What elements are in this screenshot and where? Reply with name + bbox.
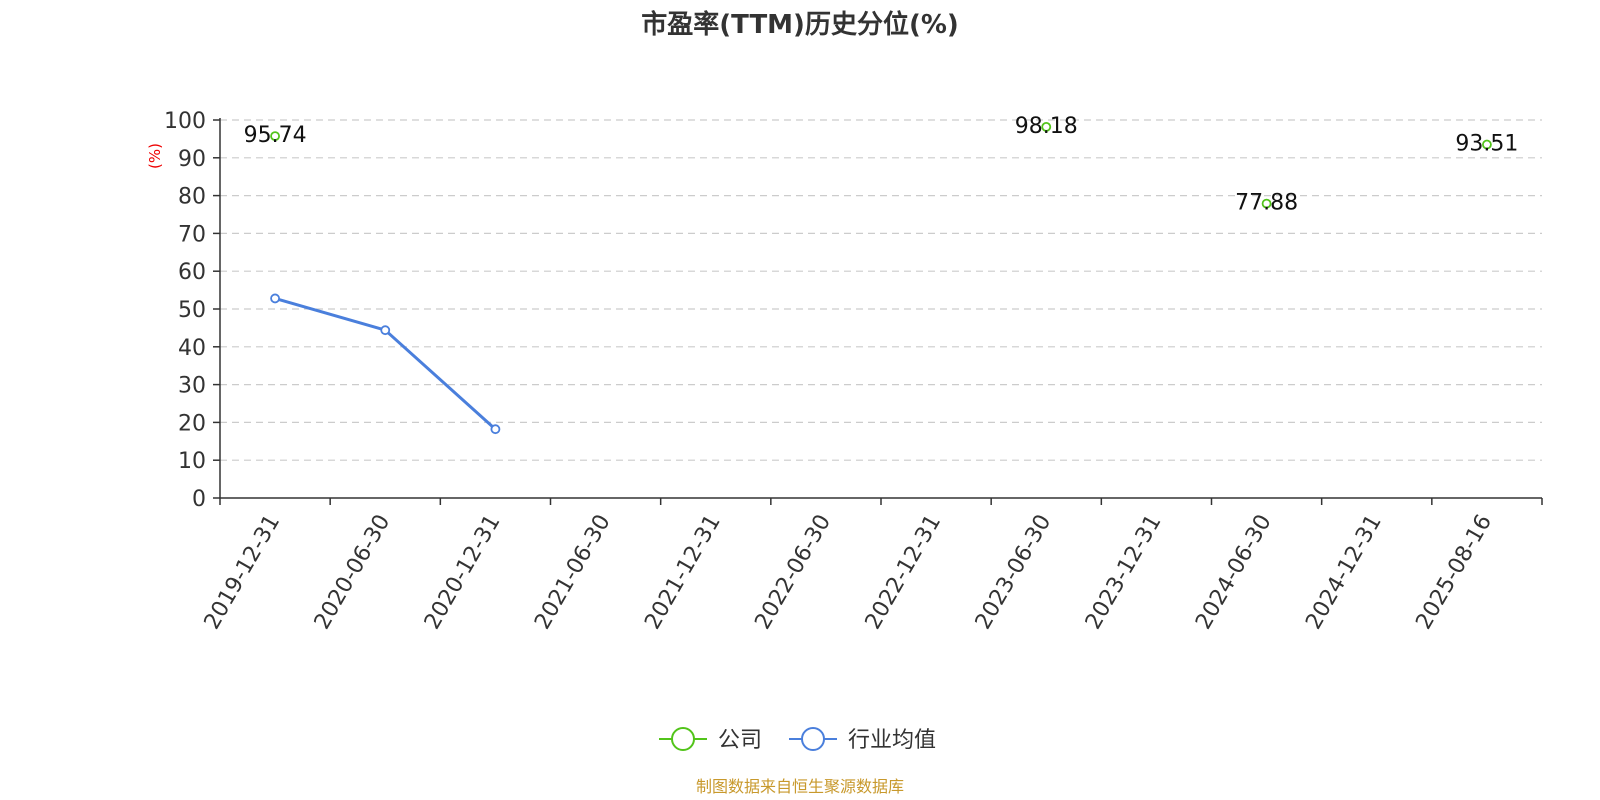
legend[interactable]: 公司 行业均值 [659,727,936,753]
y-tick-label-30: 30 [178,374,206,399]
company-point-2023-06-30 [1041,121,1052,132]
y-tick-label-10: 10 [178,449,206,474]
axes: 0 10 20 30 40 50 60 70 80 90 100 2019-12-31 2020-06-… [164,109,1543,634]
company-point-2025-08-16 [1482,139,1492,150]
y-tick-label-50: 50 [178,298,206,323]
x-tick-label-2022-12-31: 2022-12-31 [861,511,947,634]
y-tick-label-20: 20 [178,411,206,436]
legend-item-company[interactable]: 公司 [659,727,762,753]
x-tick-label-2021-12-31: 2021-12-31 [640,511,726,634]
x-tick-label-2023-12-31: 2023-12-31 [1081,511,1167,634]
industry-average-point-2019-12-31 [270,293,280,304]
y-tick-label-90: 90 [178,147,206,172]
x-tick-label-2024-06-30: 2024-06-30 [1191,511,1277,634]
y-tick-label-80: 80 [178,185,206,210]
x-tick-label-2021-06-30: 2021-06-30 [530,511,616,634]
x-tick-label-2019-12-31: 2019-12-31 [200,511,286,634]
y-tick-label-100: 100 [164,109,206,134]
legend-item-industry-average[interactable]: 行业均值 [789,727,936,753]
x-tick-label-2020-06-30: 2020-06-30 [310,511,396,634]
chart-title: 市盈率(TTM)历史分位(%) [641,9,959,40]
company-point-2019-12-31 [270,131,280,142]
x-tick-label-2024-12-31: 2024-12-31 [1301,511,1387,634]
source-note: 制图数据来自恒生聚源数据库 [696,777,904,796]
grid-lines [220,119,1542,461]
x-tick-label-2020-12-31: 2020-12-31 [420,511,506,634]
legend-company-marker-icon [671,727,695,751]
industry-average-line [274,296,497,431]
company-point-2024-06-30 [1261,198,1272,209]
y-axis-label: (%) [146,143,164,169]
y-tick-label-60: 60 [178,260,206,285]
industry-average-point-2020-12-31 [490,424,501,435]
y-tick-label-70: 70 [178,222,206,247]
y-tick-label-0: 0 [192,487,206,512]
industry-average-point-2020-06-30 [380,325,391,336]
data-labels: 95.74 98.18 77.88 93.51 [244,114,1519,216]
company-data-label-2025-08-16: 93.51 [1455,132,1518,157]
x-tick-label-2023-06-30: 2023-06-30 [971,511,1057,634]
x-tick-label-2025-08-16: 2025-08-16 [1411,511,1497,634]
y-tick-label-40: 40 [178,336,206,361]
series-layer [270,121,1492,435]
legend-company-label: 公司 [718,728,762,753]
company-data-label-2023-06-30: 98.18 [1015,114,1078,139]
company-data-label-2019-12-31: 95.74 [244,123,307,148]
legend-industry-marker-icon [801,727,825,751]
x-tick-label-2022-06-30: 2022-06-30 [750,511,836,634]
company-data-label-2024-06-30: 77.88 [1235,191,1298,216]
legend-industry-label: 行业均值 [848,728,936,753]
